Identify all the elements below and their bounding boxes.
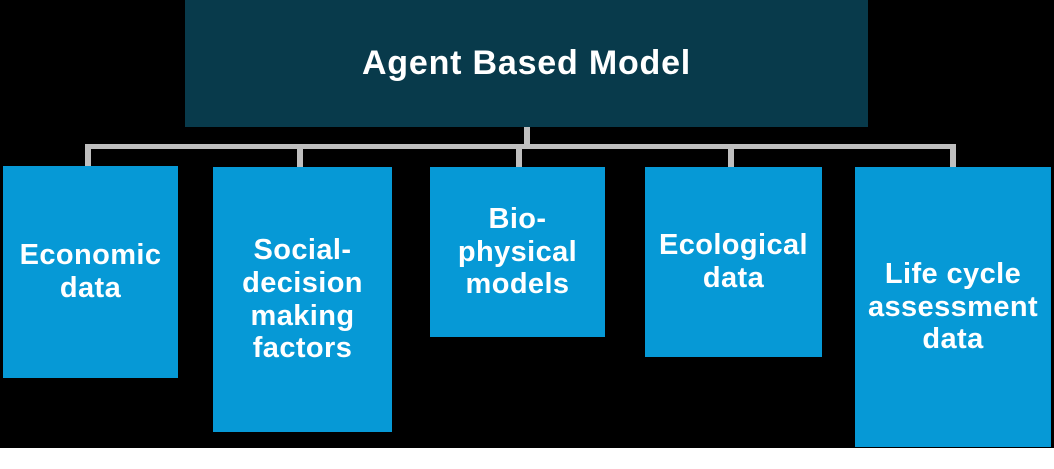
node-ecological-data: Ecological data xyxy=(645,167,822,357)
connector-stub-social xyxy=(297,147,303,167)
node-label-life-cycle-assessment-data: Life cycle assessment data xyxy=(867,257,1039,356)
root-node-label: Agent Based Model xyxy=(361,44,692,82)
connector-stub-biophysical xyxy=(516,147,522,167)
connector-stub-lifecycle xyxy=(950,147,956,167)
connector-horizontal-rail xyxy=(85,144,956,149)
connector-stub-economic xyxy=(85,147,91,167)
node-bio-physical-models: Bio- physical models xyxy=(430,167,605,337)
node-social-decision-making-factors: Social- decision making factors xyxy=(213,167,392,432)
node-label-social-decision-making-factors: Social- decision making factors xyxy=(242,233,363,365)
root-node-agent-based-model: Agent Based Model xyxy=(185,0,868,127)
connector-stub-ecological xyxy=(728,147,734,167)
node-label-bio-physical-models: Bio- physical models xyxy=(457,202,578,301)
node-life-cycle-assessment-data: Life cycle assessment data xyxy=(855,167,1051,447)
node-economic-data: Economic data xyxy=(3,166,178,378)
connector-root-drop xyxy=(524,127,530,147)
node-label-ecological-data: Ecological data xyxy=(658,229,809,294)
bottom-white-strip xyxy=(0,448,1054,469)
node-label-economic-data: Economic data xyxy=(19,239,162,304)
